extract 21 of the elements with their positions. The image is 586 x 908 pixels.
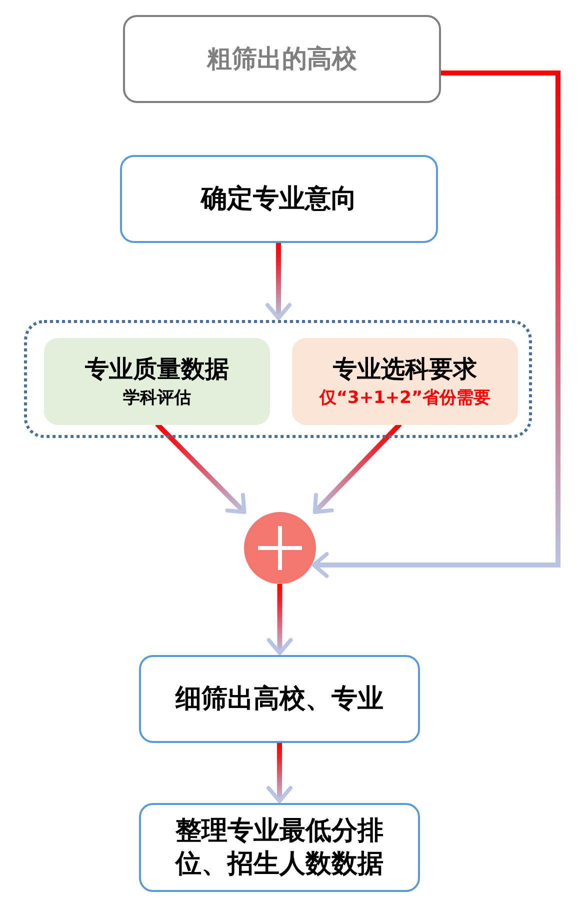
process-box: [139, 655, 420, 743]
arrow: [155, 422, 246, 514]
data-card: [292, 338, 518, 425]
box-subtitle: 仅“3+1+2”省份需要: [319, 388, 491, 410]
box-title: 专业质量数据: [85, 354, 229, 384]
arrow: [266, 584, 293, 655]
box-title: 粗筛出的高校: [207, 43, 357, 75]
box-title: 整理专业最低分排位、招生人数数据: [174, 815, 384, 880]
box-title: 专业选科要求: [333, 354, 477, 384]
data-card: [44, 338, 270, 425]
box-title: 确定专业意向: [201, 182, 357, 216]
process-box: [123, 15, 441, 103]
process-box: [139, 803, 420, 892]
arrow: [266, 743, 292, 803]
box-title: 细筛出高校、专业: [176, 682, 384, 716]
group-frame: [24, 320, 532, 438]
box-subtitle: 学科评估: [123, 388, 191, 410]
arrow: [312, 422, 402, 514]
process-box: [120, 155, 438, 243]
arrow: [312, 70, 560, 578]
arrow: [266, 243, 292, 320]
